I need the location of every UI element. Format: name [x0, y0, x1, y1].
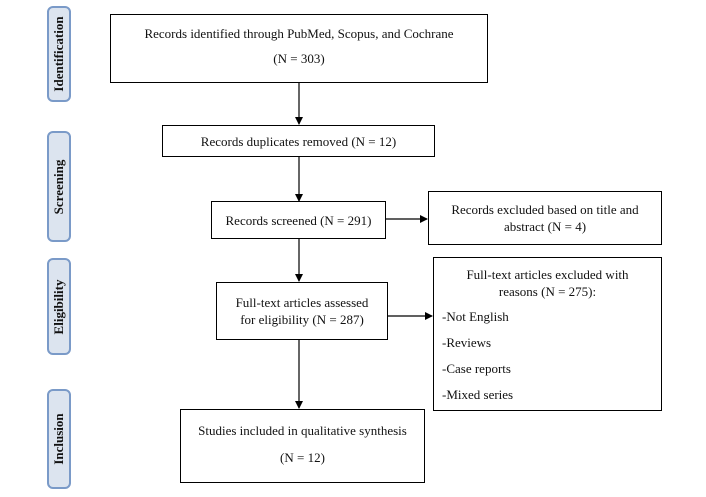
reason-mixed-series: -Mixed series — [442, 387, 514, 402]
records-identified-count: (N = 303) — [273, 51, 325, 66]
fulltext-excluded-line2: reasons (N = 275): — [498, 284, 597, 299]
reason-case-reports: -Case reports — [442, 361, 511, 376]
studies-included-text: Studies included in qualitative synthesi… — [198, 423, 407, 438]
fulltext-excluded-line1: Full-text articles excluded with — [466, 267, 629, 282]
phase-screening: Screening — [47, 131, 71, 242]
records-excluded-line1: Records excluded based on title and — [451, 202, 639, 217]
reason-reviews: -Reviews — [442, 335, 492, 350]
box-fulltext-excluded: Full-text articles excluded with reasons… — [433, 257, 662, 411]
records-screened-text: Records screened (N = 291) — [225, 213, 372, 228]
box-fulltext-assessed: Full-text articles assessed for eligibil… — [216, 282, 388, 340]
box-records-excluded: Records excluded based on title and abst… — [428, 191, 662, 245]
duplicates-removed-text: Records duplicates removed (N = 12) — [200, 134, 397, 149]
records-identified-text: Records identified through PubMed, Scopu… — [144, 26, 454, 41]
phase-identification: Identification — [47, 6, 71, 102]
fulltext-assessed-line1: Full-text articles assessed — [235, 295, 369, 310]
fulltext-assessed-line2: for eligibility (N = 287) — [240, 312, 364, 327]
box-studies-included: Studies included in qualitative synthesi… — [180, 409, 425, 483]
reason-not-english: -Not English — [442, 309, 509, 324]
phase-eligibility: Eligibility — [47, 258, 71, 355]
records-excluded-line2: abstract (N = 4) — [503, 219, 587, 234]
phase-inclusion: Inclusion — [47, 389, 71, 489]
studies-included-count: (N = 12) — [280, 450, 325, 465]
box-duplicates-removed: Records duplicates removed (N = 12) — [162, 125, 435, 157]
box-records-identified: Records identified through PubMed, Scopu… — [110, 14, 488, 83]
box-records-screened: Records screened (N = 291) — [211, 201, 386, 239]
